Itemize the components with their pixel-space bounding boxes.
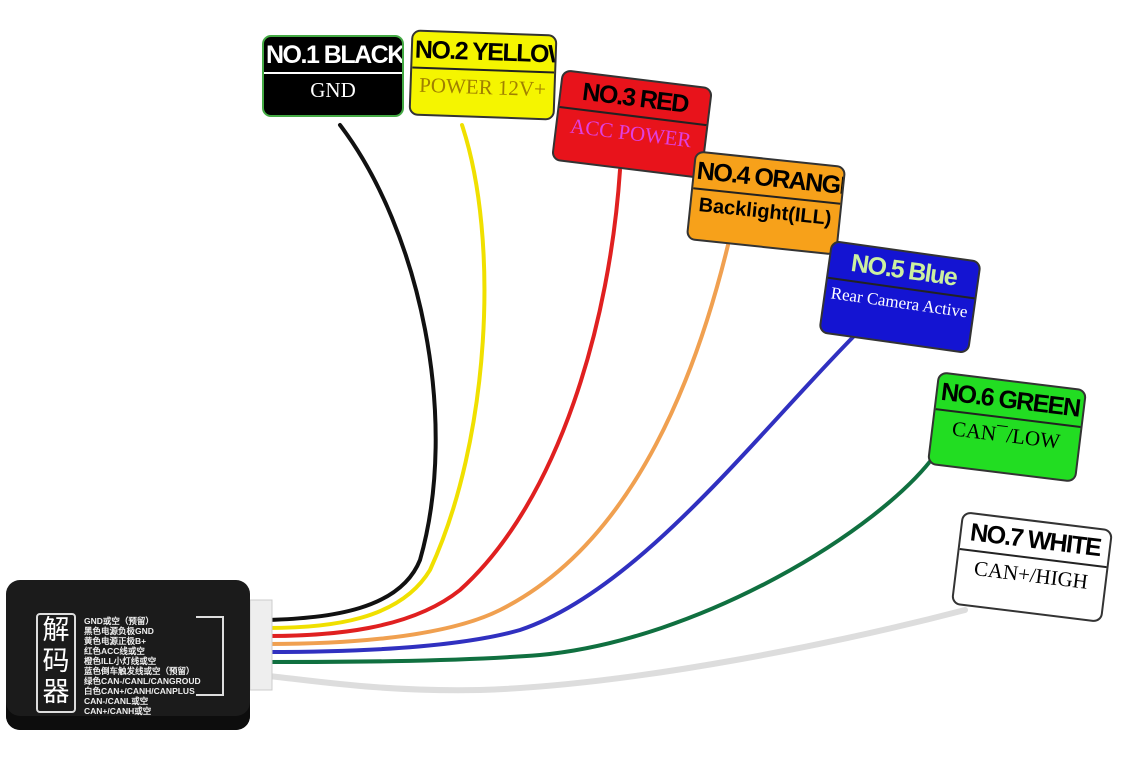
pin-line: GND或空（预留）	[84, 616, 154, 626]
wire-yellow	[266, 123, 487, 630]
pin-line: 黑色电源负极GND	[84, 626, 154, 636]
wire-white	[265, 607, 968, 694]
decoder-title: 解码器	[36, 613, 76, 713]
label-function: POWER 12V+	[418, 72, 547, 102]
pin-line: 橙色ILL小灯线或空	[84, 656, 157, 666]
wire-green	[266, 453, 937, 664]
pin-line: 红色ACC线或空	[84, 646, 145, 656]
pin-line: 绿色CAN-/CANL/CANGROUD	[84, 676, 201, 686]
wire-orange	[266, 243, 730, 646]
label-yellow: NO.2 YELLOW POWER 12V+	[408, 29, 558, 121]
pin-line: 蓝色倒车触发线或空（预留）	[84, 666, 195, 676]
pin-line: 白色CAN+/CANH/CANPLUS	[84, 686, 195, 696]
decoder-box: 解码器 GND或空（预留） 黑色电源负极GND 黄色电源正极B+ 红色ACC线或…	[6, 580, 250, 730]
connector	[249, 599, 273, 691]
label-function: GND	[310, 78, 356, 102]
wire-red	[266, 168, 622, 638]
label-red: NO.3 RED ACC POWER	[550, 69, 714, 179]
label-white: NO.7 WHITE CAN+/HIGH	[950, 511, 1114, 623]
label-orange: NO.4 ORANGE Backlight(ILL)	[685, 150, 847, 256]
label-green: NO.6 GREEN CAN¯/LOW	[926, 371, 1088, 483]
wire-black	[266, 123, 438, 622]
pin-line: CAN-/CANL或空	[84, 696, 149, 706]
label-number: NO.1 BLACK	[264, 37, 402, 74]
pin-legend: GND或空（预留） 黑色电源负极GND 黄色电源正极B+ 红色ACC线或空 橙色…	[84, 616, 201, 716]
wire-blue	[266, 328, 862, 654]
pin-header	[196, 616, 224, 696]
label-number: NO.2 YELLOW	[412, 31, 557, 74]
pin-line: CAN+/CANH或空	[84, 706, 152, 716]
pin-line: 黄色电源正极B+	[84, 636, 147, 646]
label-black: NO.1 BLACK GND	[262, 35, 404, 117]
